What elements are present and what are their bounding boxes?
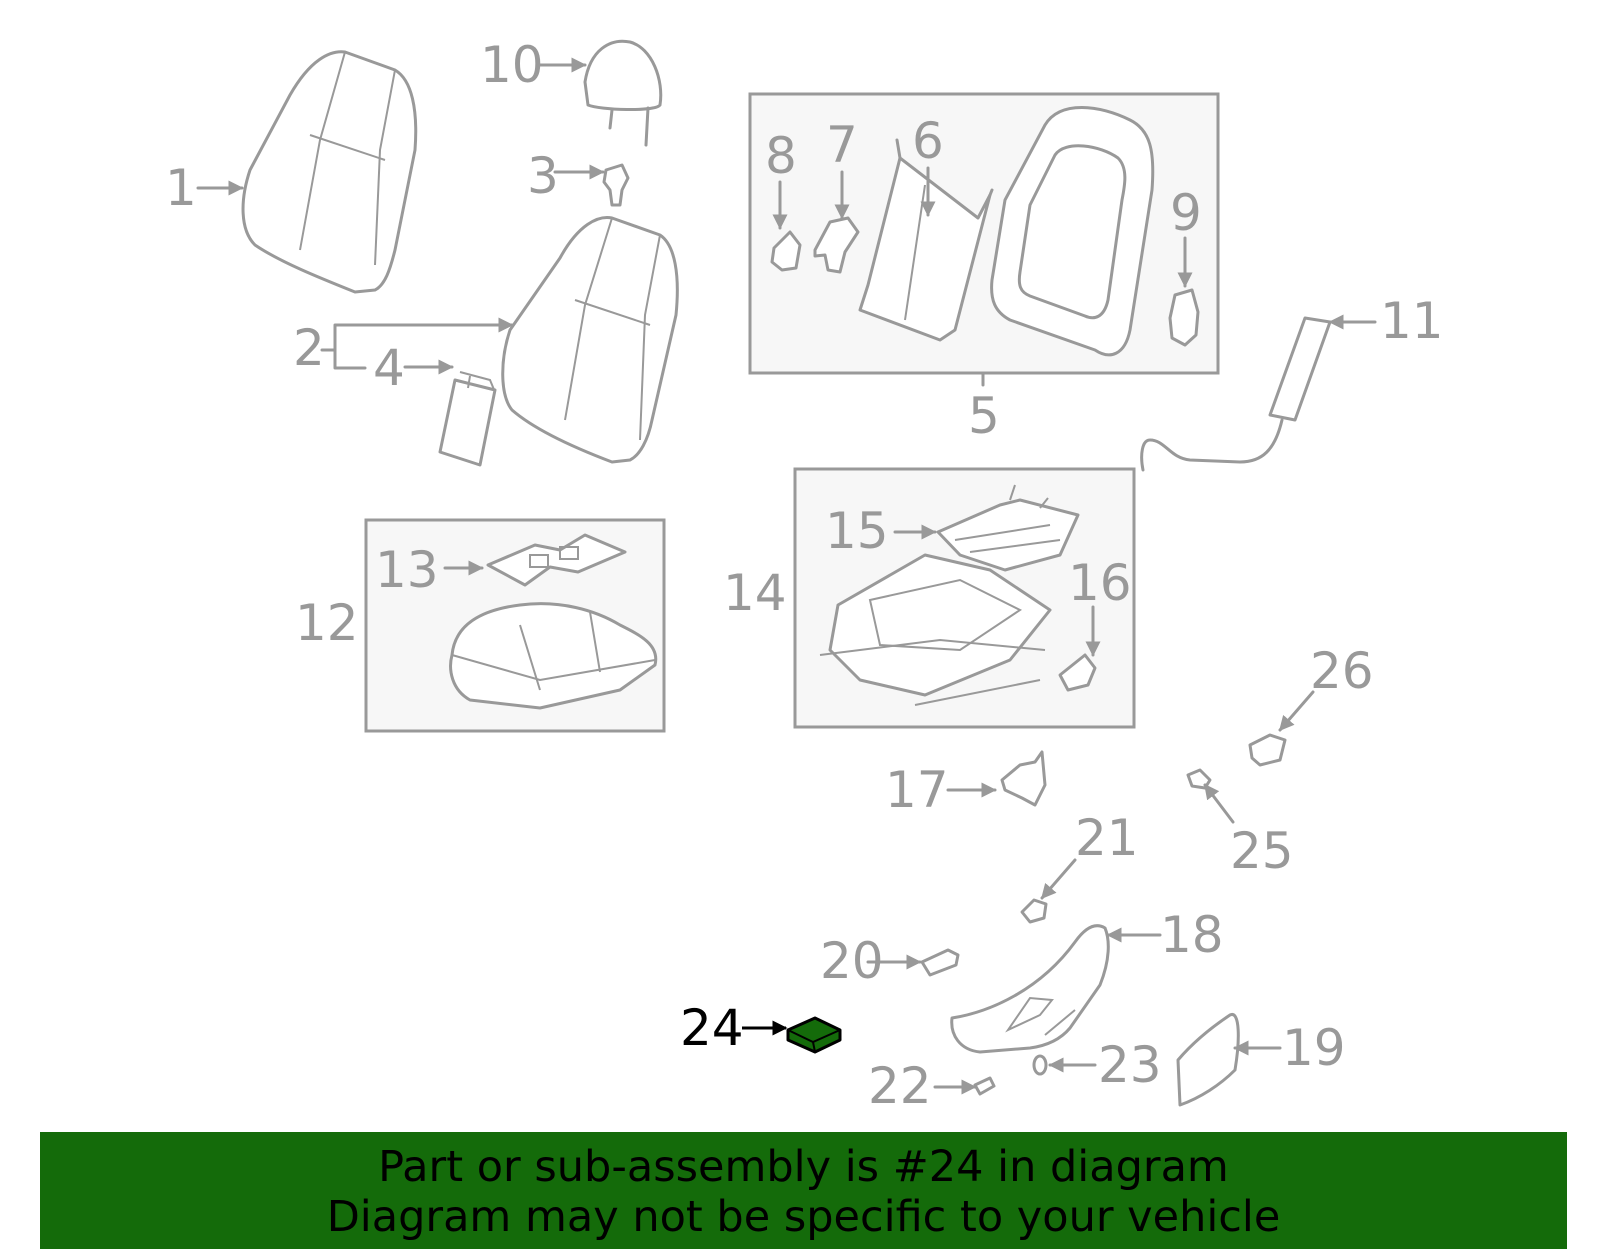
part-19-trim-cover[interactable]: [1176, 1013, 1240, 1107]
part-24-module-highlighted[interactable]: [786, 1016, 842, 1054]
callout-4: 4: [373, 339, 405, 397]
part-1-seatback-cover[interactable]: [241, 50, 418, 294]
part-16-height-motor[interactable]: [1058, 653, 1097, 692]
part-9-recliner-motor[interactable]: [1168, 288, 1200, 347]
callout-1: 1: [165, 159, 197, 217]
callout-17: 17: [885, 761, 949, 819]
callout-5: 5: [968, 387, 1000, 445]
banner-line-1: Part or sub-assembly is #24 in diagram: [378, 1142, 1229, 1192]
part-14-cushion-frame[interactable]: [819, 553, 1052, 706]
part-17-bracket[interactable]: [1000, 750, 1047, 807]
part-2-seatback-assembly[interactable]: [501, 216, 679, 464]
banner-line-2: Diagram may not be specific to your vehi…: [326, 1192, 1281, 1242]
part-4-panel[interactable]: [438, 371, 497, 467]
part-10-headrest[interactable]: [583, 39, 663, 147]
callout-20: 20: [820, 932, 884, 990]
callout-25: 25: [1230, 822, 1294, 880]
callout-23: 23: [1098, 1036, 1162, 1094]
leader-lines: [196, 57, 1377, 1095]
part-21-switch-knob[interactable]: [1020, 898, 1048, 924]
part-20-switch[interactable]: [920, 948, 960, 977]
callout-8: 8: [765, 127, 797, 185]
part-6-lumbar-support[interactable]: [858, 138, 994, 342]
part-18-side-shield[interactable]: [950, 924, 1110, 1054]
callout-14: 14: [723, 564, 787, 622]
callout-13: 13: [375, 541, 439, 599]
part-13-seat-heater[interactable]: [486, 533, 627, 587]
part-15-spring-mat[interactable]: [936, 484, 1080, 572]
info-banner: Part or sub-assembly is #24 in diagram D…: [40, 1132, 1567, 1249]
callout-6: 6: [912, 112, 944, 170]
callout-3: 3: [527, 147, 559, 205]
callout-12: 12: [295, 594, 359, 652]
callout-9: 9: [1170, 184, 1202, 242]
callout-2: 2: [293, 319, 325, 377]
part-23-grommet[interactable]: [1032, 1054, 1048, 1076]
callout-24-highlighted: 24: [680, 999, 744, 1057]
callout-15: 15: [825, 502, 889, 560]
part-12-seat-cushion[interactable]: [449, 602, 658, 710]
part-26-cover[interactable]: [1248, 733, 1287, 767]
callout-11: 11: [1380, 292, 1444, 350]
part-11-side-airbag[interactable]: [1140, 316, 1332, 472]
callout-16: 16: [1068, 554, 1132, 612]
callout-26: 26: [1310, 642, 1374, 700]
callout-10: 10: [480, 36, 544, 94]
callout-22: 22: [868, 1057, 932, 1115]
callout-19: 19: [1282, 1019, 1346, 1077]
callout-7: 7: [826, 116, 858, 174]
callout-18: 18: [1160, 906, 1224, 964]
part-8-bracket[interactable]: [770, 230, 802, 272]
part-7-lumbar-motor[interactable]: [813, 216, 860, 274]
part-3-headrest-guide[interactable]: [602, 163, 630, 207]
callout-21: 21: [1075, 809, 1139, 867]
part-22-cap[interactable]: [973, 1076, 996, 1096]
part-seatback-frame[interactable]: [990, 106, 1155, 357]
